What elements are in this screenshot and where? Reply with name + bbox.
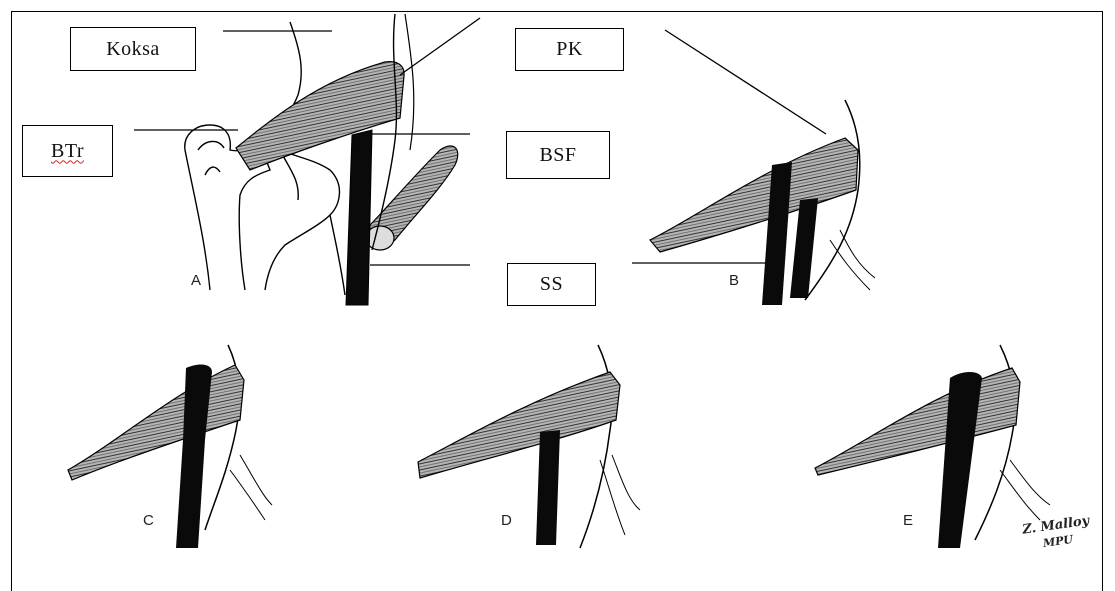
sciatic-nerve-a	[346, 130, 372, 305]
panel-b-drawing	[650, 100, 875, 305]
panel-letter-d: D	[501, 512, 512, 529]
piriformis-muscle-b	[650, 138, 858, 252]
panel-c-drawing	[68, 345, 272, 548]
sciatic-nerve-c	[176, 365, 212, 548]
label-koksa: Koksa	[70, 27, 196, 71]
piriformis-muscle-c	[68, 365, 244, 480]
piriformis-muscle-a	[236, 62, 404, 170]
label-pk: PK	[515, 28, 624, 71]
panel-d-drawing	[418, 345, 640, 548]
sciatic-nerve-d	[536, 430, 560, 545]
panel-letter-b: B	[729, 272, 739, 289]
leader-pk	[400, 18, 480, 75]
sciatic-nerve-b2	[790, 198, 818, 298]
piriformis-muscle-e	[815, 368, 1020, 475]
panel-letter-e: E	[903, 512, 913, 529]
panel-letter-c: C	[143, 512, 154, 529]
label-btr: BTr	[22, 125, 113, 177]
label-ss: SS	[507, 263, 596, 306]
panel-e-drawing	[815, 345, 1050, 548]
leader-pk-b	[665, 30, 826, 134]
panel-letter-a: A	[191, 272, 201, 289]
piriformis-muscle-d	[418, 372, 620, 478]
label-bsf: BSF	[506, 131, 610, 179]
